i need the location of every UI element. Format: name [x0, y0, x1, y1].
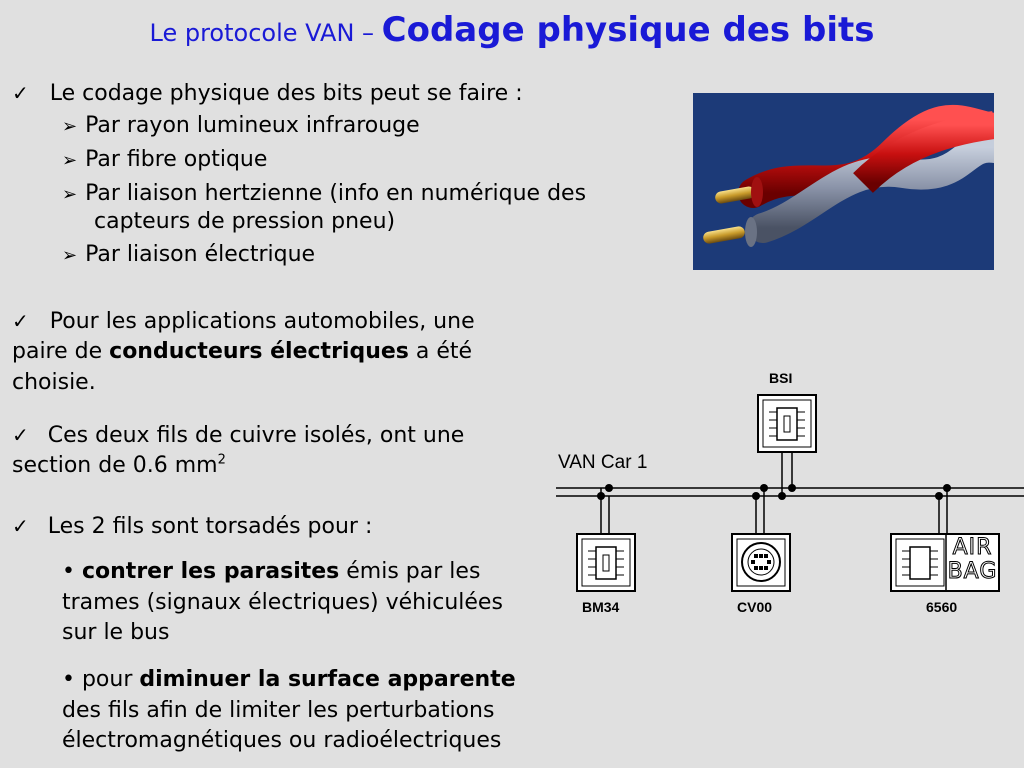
arrow-bullet-icon: ➢: [62, 150, 78, 171]
section3-line1-text: Ces deux fils de cuivre isolés, ont une: [47, 423, 465, 448]
section3-line1: ✓ Ces deux fils de cuivre isolés, ont un…: [12, 420, 464, 451]
section4-bullet1-line2: trames (signaux électriques) véhiculées: [62, 590, 503, 615]
title-dash: –: [354, 19, 382, 47]
section4-intro-text: Les 2 fils sont torsadés pour :: [47, 514, 373, 539]
section1-item: ➢ Par fibre optique: [62, 145, 267, 176]
section4-bullet2-bold: diminuer la surface apparente: [139, 667, 516, 692]
section1-item-text: Par liaison électrique: [85, 242, 316, 267]
section1-intro: ✓ Le codage physique des bits peut se fa…: [12, 78, 523, 109]
section2-line2-bold: conducteurs électriques: [109, 339, 409, 364]
check-icon: ✓: [12, 81, 29, 105]
section1-intro-text: Le codage physique des bits peut se fair…: [49, 81, 523, 106]
bm34-label: BM34: [582, 599, 620, 615]
section1-item: ➢ Par rayon lumineux infrarouge: [62, 111, 420, 142]
section4-bullet2-line2: des fils afin de limiter les perturbatio…: [62, 698, 495, 723]
section4-bullet2-line3: électromagnétiques ou radioélectriques: [62, 728, 502, 753]
section2-line2-post: a été: [408, 339, 473, 364]
section2-line1-text: Pour les applications automobiles, une: [49, 309, 475, 334]
check-icon: ✓: [12, 423, 29, 447]
section1-item-continued: capteurs de pression pneu): [94, 209, 396, 234]
section4-intro: ✓ Les 2 fils sont torsadés pour :: [12, 511, 372, 542]
bullet-dot: •: [62, 559, 82, 584]
title-part2: Codage physique des bits: [381, 10, 875, 50]
van-network-diagram: AIR BAG BSI VAN Car 1 BM34 CV00 6560: [556, 368, 1024, 628]
title-part1: Le protocole VAN: [149, 19, 355, 47]
section4-bullet2-pre: • pour: [62, 667, 140, 692]
bm34-module-icon: [576, 533, 636, 592]
section3-line2: section de 0.6 mm2: [12, 451, 226, 481]
check-icon: ✓: [12, 309, 29, 333]
section4-bullet1: • contrer les parasites émis par les: [62, 557, 480, 587]
section4-bullet2: • pour diminuer la surface apparente: [62, 665, 516, 695]
section1-item-text: Par rayon lumineux infrarouge: [85, 113, 420, 138]
section2-line2-pre: paire de: [12, 339, 110, 364]
bsi-label: BSI: [769, 370, 793, 386]
section4-bullet1-line3: sur le bus: [62, 620, 170, 645]
airbag-label-line1: AIR: [952, 535, 993, 560]
cv00-label: CV00: [737, 599, 773, 615]
twisted-pair-cable-image: [693, 93, 1009, 270]
section4-bullet1-bold: contrer les parasites: [81, 559, 340, 584]
section1-item: ➢ Par liaison électrique: [62, 240, 315, 271]
airbag-module-icon: [890, 533, 1000, 592]
section4-bullet1-post: émis par les: [339, 559, 481, 584]
arrow-bullet-icon: ➢: [62, 184, 78, 205]
slide-title: Le protocole VAN – Codage physique des b…: [0, 10, 1024, 50]
van-bus-label: VAN Car 1: [558, 452, 648, 473]
section1-item: ➢ Par liaison hertzienne (info en numériq…: [62, 179, 586, 210]
section2-line2: paire de conducteurs électriques a été: [12, 337, 472, 367]
section3-line2-text: section de 0.6 mm: [12, 453, 218, 478]
section1-item-text: Par liaison hertzienne (info en numériqu…: [85, 181, 587, 206]
section2-line1: ✓ Pour les applications automobiles, une: [12, 306, 475, 337]
arrow-bullet-icon: ➢: [62, 245, 78, 266]
airbag-label-line2: BAG: [947, 559, 998, 584]
airbag-label: AIR BAG: [946, 535, 999, 584]
cv00-module-icon: [731, 533, 791, 592]
section1-item-text: Par fibre optique: [85, 147, 268, 172]
section2-line3: choisie.: [12, 370, 96, 395]
arrow-bullet-icon: ➢: [62, 116, 78, 137]
check-icon: ✓: [12, 514, 29, 538]
bsi-module-icon: [757, 394, 817, 453]
6560-label: 6560: [926, 599, 958, 615]
superscript: 2: [217, 452, 226, 468]
